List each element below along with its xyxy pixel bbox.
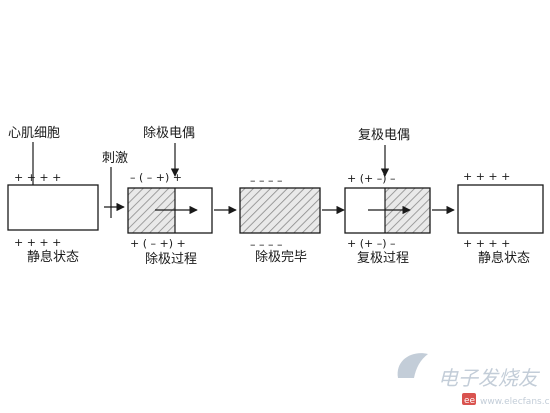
resting2-cell-box — [457, 184, 544, 234]
resting-top-charges: + + + + — [14, 171, 61, 184]
repol-state-label: 复极过程 — [357, 251, 409, 266]
depolarized-cell-box — [239, 187, 321, 234]
depol-state-label: 除极过程 — [145, 252, 197, 267]
resting2-top-charges: + + + + — [463, 170, 510, 183]
repol-dipole-label: 复极电偶 — [358, 128, 410, 143]
depolarized-bottom-charges: – – – – — [250, 238, 283, 251]
watermark-swoosh — [397, 353, 428, 378]
depolarized-top-charges: – – – – — [250, 174, 283, 187]
stimulus-label: 刺激 — [102, 151, 128, 166]
repol-top-charges: + (+ –) – — [347, 172, 396, 185]
depol-top-charges: – ( – +) + — [130, 171, 182, 184]
repol-cell-box — [344, 187, 431, 234]
resting2-state-label: 静息状态 — [478, 250, 530, 266]
watermark-badge-text: ee — [464, 396, 476, 406]
depolarized-state-label: 除极完毕 — [255, 250, 307, 265]
resting-cell-box — [7, 184, 99, 231]
cell-label: 心肌细胞 — [8, 126, 60, 141]
resting-state-label: 静息状态 — [27, 249, 79, 265]
resting2-bottom-charges: + + + + — [463, 237, 510, 250]
watermark-badge — [462, 393, 476, 405]
watermark-url: www.elecfans.com — [480, 397, 550, 407]
depol-cell-box — [127, 187, 213, 234]
repol-bottom-charges: + (+ –) – — [347, 237, 396, 250]
depol-dipole-label: 除极电偶 — [143, 126, 195, 141]
watermark-text: 电子发烧友 — [438, 366, 541, 390]
watermark-logo: 电子发烧友 ee www.elecfans.com — [397, 353, 550, 407]
depol-bottom-charges: + ( – +) + — [130, 237, 186, 250]
resting-bottom-charges: + + + + — [14, 236, 61, 249]
